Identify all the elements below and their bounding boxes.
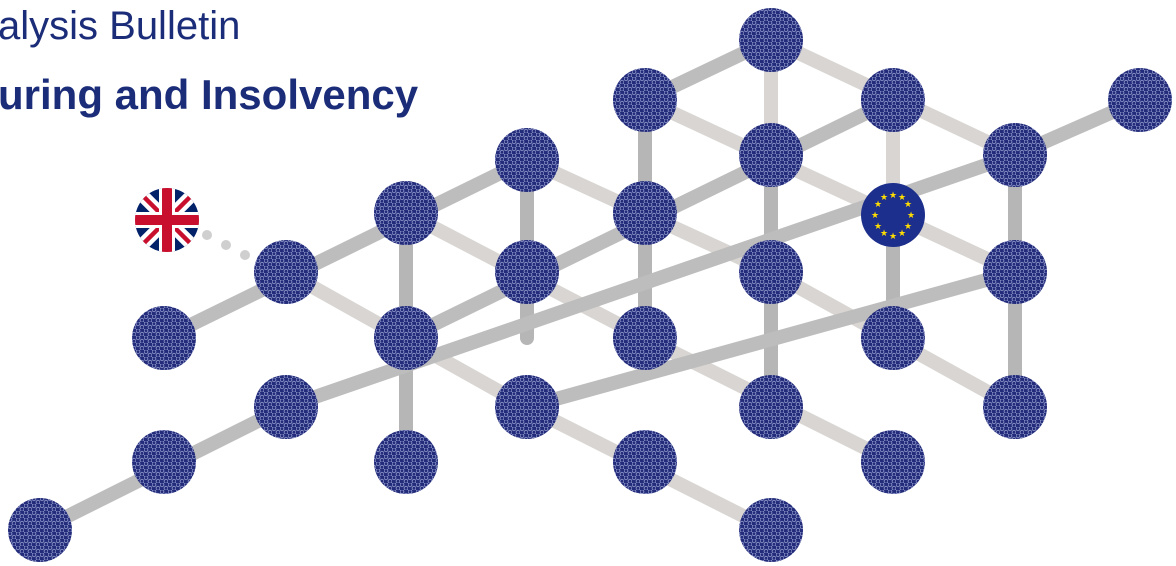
uk-connection-dots <box>202 230 250 260</box>
network-nodes <box>8 8 1172 562</box>
network-node <box>613 306 677 370</box>
network-node <box>254 375 318 439</box>
network-node <box>495 240 559 304</box>
connection-dot <box>221 240 231 250</box>
network-node <box>374 181 438 245</box>
svg-text:★: ★ <box>889 232 897 242</box>
network-node <box>613 68 677 132</box>
svg-text:★: ★ <box>907 211 915 221</box>
network-node <box>613 181 677 245</box>
network-node <box>739 498 803 562</box>
bulletin-subtitle: uring and Insolvency <box>0 71 419 118</box>
network-node <box>374 430 438 494</box>
network-node <box>132 430 196 494</box>
svg-text:★: ★ <box>898 229 906 239</box>
network-node <box>8 498 72 562</box>
network-edge <box>157 153 534 345</box>
svg-text:★: ★ <box>880 193 888 203</box>
svg-text:★: ★ <box>880 229 888 239</box>
network-node <box>739 123 803 187</box>
svg-text:★: ★ <box>871 211 879 221</box>
network-node <box>739 8 803 72</box>
svg-text:★: ★ <box>889 191 897 201</box>
network-node <box>374 306 438 370</box>
bulletin-title: alysis Bulletin <box>0 4 241 48</box>
network-node <box>983 375 1047 439</box>
connection-dot <box>202 230 212 240</box>
connection-dot <box>240 250 250 260</box>
network-node <box>495 128 559 192</box>
network-node <box>739 240 803 304</box>
network-node <box>861 68 925 132</box>
svg-text:★: ★ <box>904 200 912 210</box>
network-node <box>1108 68 1172 132</box>
svg-text:★: ★ <box>898 193 906 203</box>
network-node <box>495 375 559 439</box>
network-node <box>861 306 925 370</box>
network-node <box>983 123 1047 187</box>
network-node <box>739 375 803 439</box>
network-node <box>861 430 925 494</box>
svg-text:★: ★ <box>874 200 882 210</box>
network-edges <box>33 33 1147 537</box>
network-edge <box>520 265 1022 414</box>
network-node <box>983 240 1047 304</box>
network-node <box>132 306 196 370</box>
svg-text:★: ★ <box>874 222 882 232</box>
network-node <box>254 240 318 304</box>
network-node <box>613 430 677 494</box>
eu-flag-icon: ★ ★ ★ ★ ★ ★ ★ ★ ★ ★ ★ ★ <box>861 183 925 247</box>
svg-text:★: ★ <box>904 222 912 232</box>
uk-flag-icon <box>135 188 199 252</box>
